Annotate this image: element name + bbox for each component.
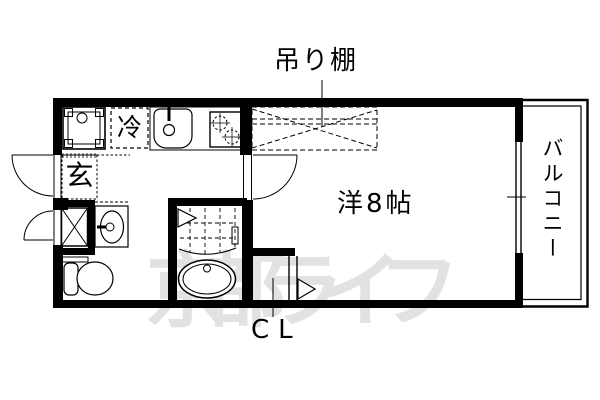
closet-folding-door-icon [297, 277, 317, 301]
hanging-shelf-icon [251, 80, 378, 151]
washbasin-icon [94, 201, 130, 248]
kitchen-counter [149, 106, 248, 151]
sliding-window [507, 142, 526, 253]
kitchen-sink-icon [153, 107, 193, 149]
washroom-door [23, 210, 54, 241]
refrigerator-icon [110, 107, 149, 149]
main-room-label: 洋8帖 [337, 189, 415, 219]
walls [53, 98, 523, 308]
hanging-shelf-label: 吊り棚 [274, 46, 359, 76]
room-door [252, 154, 298, 200]
refrigerator-label: 冷 [116, 113, 142, 142]
bath-folding-door-icon [177, 208, 198, 228]
pipe-space-icon [60, 207, 89, 247]
closet-label: CL [251, 315, 302, 345]
bathtub-icon [177, 259, 237, 299]
toilet-icon [61, 256, 114, 296]
entrance-door [11, 154, 54, 197]
gas-stove-icon [209, 111, 244, 148]
entrance-label: 玄 [65, 159, 94, 192]
balcony-outline [523, 98, 589, 308]
balcony-label: バルコニー [540, 137, 564, 262]
shower-tile-floor [178, 208, 239, 255]
closet [272, 256, 298, 317]
washing-machine-pan-icon [62, 106, 106, 150]
entrance-step [61, 153, 130, 200]
